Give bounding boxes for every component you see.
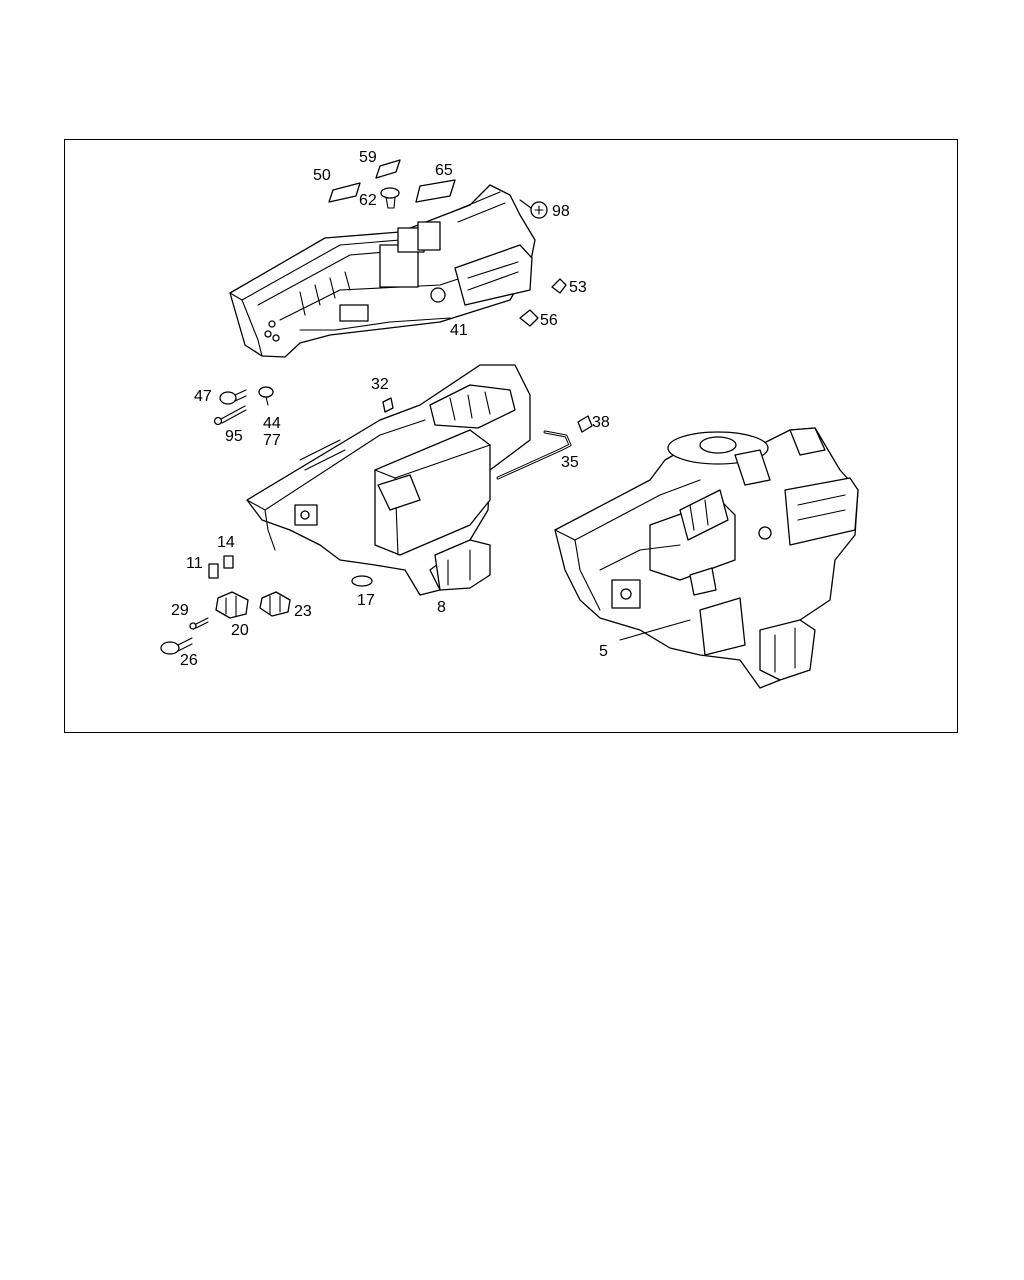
clip-17 xyxy=(351,575,373,587)
bolt-95 xyxy=(213,405,247,426)
clip-56 xyxy=(519,309,539,327)
callout-44: 44 xyxy=(263,415,281,432)
callout-53: 53 xyxy=(569,279,587,296)
callout-35: 35 xyxy=(561,454,579,471)
callout-41: 41 xyxy=(450,322,468,339)
clip-11 xyxy=(208,563,219,579)
screw-29 xyxy=(189,617,209,630)
clip-62 xyxy=(380,187,400,209)
callout-65: 65 xyxy=(435,162,453,179)
callout-95: 95 xyxy=(225,428,243,445)
callout-14: 14 xyxy=(217,534,235,551)
callout-17: 17 xyxy=(357,592,375,609)
nut-44 xyxy=(258,386,274,406)
callout-20: 20 xyxy=(231,622,249,639)
callout-26: 26 xyxy=(180,652,198,669)
clip-32 xyxy=(382,397,394,413)
clip-53 xyxy=(551,278,567,294)
clip-14 xyxy=(223,555,234,569)
callout-77: 77 xyxy=(263,432,281,449)
callout-32: 32 xyxy=(371,376,389,393)
pad-59 xyxy=(375,159,401,179)
callout-labels: 59 50 65 62 98 53 56 41 47 44 77 95 32 3… xyxy=(171,149,610,669)
callout-56: 56 xyxy=(540,312,558,329)
actuator-20 xyxy=(215,591,249,619)
screw-47 xyxy=(219,389,247,405)
clip-38 xyxy=(577,415,593,433)
callout-23: 23 xyxy=(294,603,312,620)
callout-62: 62 xyxy=(359,192,377,209)
actuator-23 xyxy=(259,591,291,617)
callout-5: 5 xyxy=(599,643,608,660)
upper-housing-41 xyxy=(229,184,536,358)
callout-38: 38 xyxy=(592,414,610,431)
complete-housing-5 xyxy=(554,427,859,689)
callout-98: 98 xyxy=(552,203,570,220)
callout-59: 59 xyxy=(359,149,377,166)
callout-29: 29 xyxy=(171,602,189,619)
callout-11: 11 xyxy=(186,555,203,572)
callout-8: 8 xyxy=(437,599,446,616)
pad-50 xyxy=(328,182,361,203)
screw-98 xyxy=(519,199,548,219)
middle-housing-8 xyxy=(246,364,531,596)
callout-50: 50 xyxy=(313,167,331,184)
rod-35 xyxy=(496,430,572,480)
diagram-frame xyxy=(64,139,958,733)
screw-26 xyxy=(160,637,193,655)
callout-47: 47 xyxy=(194,388,212,405)
pad-65 xyxy=(415,179,456,203)
